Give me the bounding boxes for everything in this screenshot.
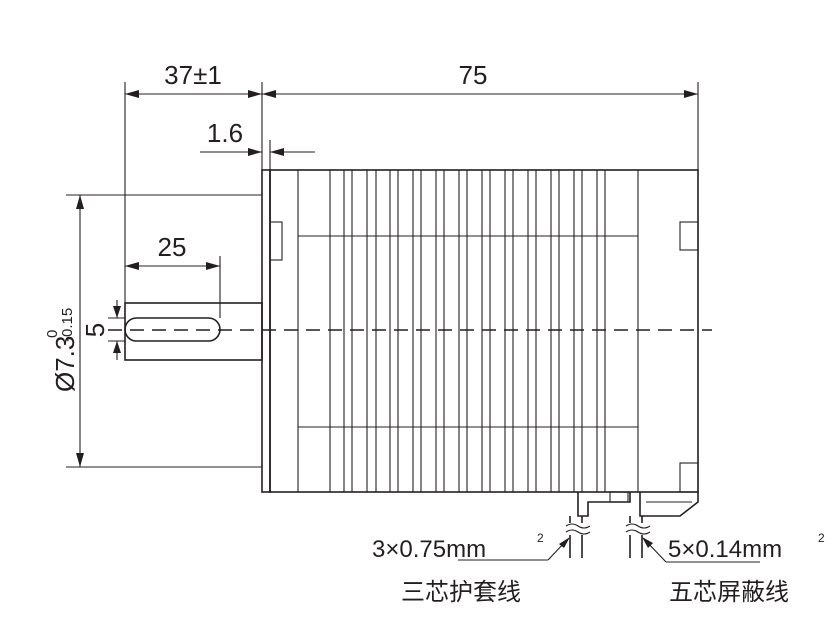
front-flange	[261, 169, 271, 493]
shaft	[124, 302, 263, 361]
rear-lug-bottom	[679, 462, 699, 493]
flange-thickness-label: 1.6	[207, 118, 243, 148]
outlet-tab	[609, 491, 629, 503]
power-outlet-box	[577, 492, 612, 517]
shaft-outline	[124, 302, 263, 361]
signal-cable-spec-sup: 2	[818, 531, 825, 545]
shaft-length-label: 37±1	[164, 60, 222, 90]
cable-outlets	[458, 491, 760, 563]
signal-cable-spec-label: 5×0.14mm	[668, 536, 782, 563]
power-cable-name: 三芯护套线	[401, 579, 521, 606]
power-cable-spec-sup: 2	[537, 531, 544, 545]
signal-outlet-box	[639, 492, 699, 517]
dim-shaft-diameter: Ø7.3 0 -0.15	[44, 194, 262, 468]
key-length-label: 25	[158, 232, 187, 262]
motor-body	[261, 169, 699, 493]
key-width-label: 5	[80, 323, 110, 337]
dim-flange-thickness: 1.6	[200, 118, 315, 170]
signal-cable-name: 五芯屏蔽线	[669, 579, 789, 606]
power-outlet-top	[612, 492, 631, 503]
shaft-diameter-label: Ø7.3	[50, 336, 80, 392]
dim-shaft-length: 37±1	[124, 60, 263, 303]
shaft-diameter-upper-tol: 0	[44, 330, 61, 338]
body-length-label: 75	[459, 60, 488, 90]
dim-key-width: 5	[80, 300, 125, 360]
housing-outline	[269, 169, 699, 493]
dim-key-length: 25	[125, 232, 221, 318]
front-lug	[269, 221, 283, 261]
dim-body-length: 75	[262, 60, 699, 170]
rear-lug-top	[679, 221, 699, 251]
cooling-fins	[329, 170, 606, 492]
power-cable-spec: 3×0.75mm 2	[372, 531, 544, 563]
power-cable-spec-label: 3×0.75mm	[372, 536, 486, 563]
shaft-diameter-lower-tol: -0.15	[59, 308, 76, 342]
signal-cable-spec: 5×0.14mm 2	[668, 531, 825, 563]
